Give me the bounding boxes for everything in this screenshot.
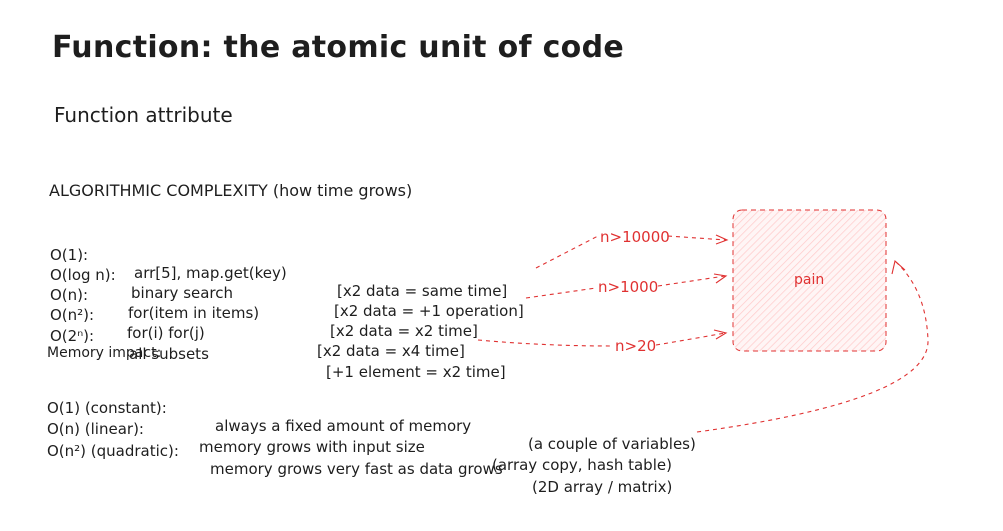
memory-description: always a fixed amount of memory bbox=[215, 417, 472, 435]
complexity-scaling: [x2 data = same time] bbox=[337, 282, 508, 300]
memory-row: O(1) (constant): always a fixed amount o… bbox=[0, 381, 696, 471]
arrow-1000-to-pain bbox=[657, 275, 726, 287]
memory-example: (2D array / matrix) bbox=[532, 478, 673, 496]
complexity-notation: O(1): bbox=[50, 246, 89, 264]
complexity-notation: O(log n): bbox=[50, 266, 116, 284]
memory-description: memory grows with input size bbox=[199, 438, 425, 456]
complexity-scaling: [x2 data = +1 operation] bbox=[334, 302, 524, 320]
page-title: Function: the atomic unit of code bbox=[52, 30, 624, 65]
memory-notation: O(1) (constant): bbox=[47, 399, 167, 417]
memory-example: (a couple of variables) bbox=[528, 435, 696, 453]
arrow-10000-to-pain bbox=[667, 235, 727, 241]
complexity-example: all subsets bbox=[129, 345, 209, 363]
memory-row: O(n²) (quadratic): memory grows very fas… bbox=[0, 424, 672, 514]
arrow-quadratic-memory-to-pain bbox=[696, 261, 929, 433]
complexity-example: binary search bbox=[131, 284, 234, 302]
arrow-n2-to-1000 bbox=[525, 287, 597, 299]
complexity-row: O(2ⁿ): all subsets [+1 element = x2 time… bbox=[0, 309, 506, 399]
arrowhead-icon bbox=[713, 329, 728, 340]
complexity-example: arr[5], map.get(key) bbox=[134, 264, 287, 282]
complexity-scaling: [x2 data = x2 time] bbox=[330, 322, 478, 340]
complexity-scaling: [x2 data = x4 time] bbox=[317, 342, 465, 360]
memory-row: O(n) (linear): memory grows with input s… bbox=[0, 402, 672, 492]
threshold-label: n>10000 bbox=[600, 228, 670, 246]
complexity-notation: O(n): bbox=[50, 286, 89, 304]
pain-box bbox=[732, 209, 887, 352]
memory-heading: Memory impact: bbox=[47, 345, 162, 361]
complexity-scaling: [+1 element = x2 time] bbox=[326, 363, 506, 381]
complexity-heading: ALGORITHMIC COMPLEXITY (how time grows) bbox=[49, 181, 413, 200]
arrowhead-icon bbox=[891, 259, 906, 275]
complexity-example: for(item in items) bbox=[128, 304, 260, 322]
memory-notation: O(n²) (quadratic): bbox=[47, 442, 179, 460]
threshold-label: n>20 bbox=[615, 337, 657, 355]
complexity-notation: O(n²): bbox=[50, 306, 95, 324]
complexity-row: O(1): arr[5], map.get(key) [x2 data = sa… bbox=[0, 228, 507, 318]
arrow-log-to-10000 bbox=[535, 235, 599, 269]
complexity-row: O(log n): binary search [x2 data = +1 op… bbox=[0, 248, 524, 338]
arrow-20-to-pain bbox=[655, 332, 726, 346]
threshold-label: n>1000 bbox=[598, 278, 659, 296]
complexity-example: for(i) for(j) bbox=[127, 324, 205, 342]
arrowhead-icon bbox=[713, 273, 728, 284]
pain-label: pain bbox=[794, 272, 825, 288]
arrowhead-icon bbox=[715, 234, 729, 245]
memory-example: (array copy, hash table) bbox=[492, 456, 672, 474]
complexity-row: O(n²): for(i) for(j) [x2 data = x4 time] bbox=[0, 288, 465, 378]
page-subtitle: Function attribute bbox=[54, 103, 233, 127]
memory-description: memory grows very fast as data grows bbox=[210, 460, 503, 478]
complexity-notation: O(2ⁿ): bbox=[50, 327, 95, 345]
memory-notation: O(n) (linear): bbox=[47, 420, 144, 438]
arrow-2n-to-20 bbox=[477, 339, 613, 347]
complexity-row: O(n): for(item in items) [x2 data = x2 t… bbox=[0, 268, 478, 358]
